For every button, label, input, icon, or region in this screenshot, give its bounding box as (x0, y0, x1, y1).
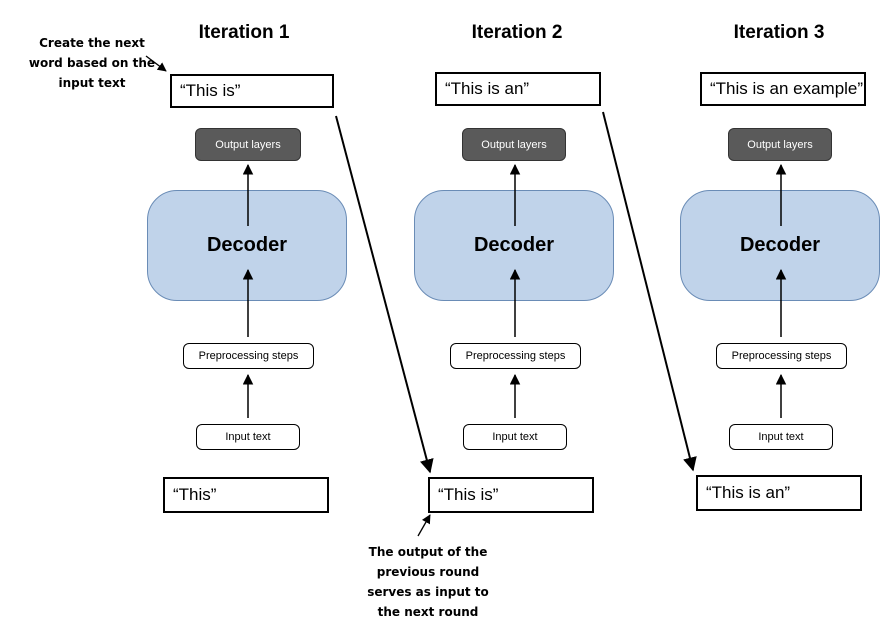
iteration-3-input-text-label: Input text (729, 424, 833, 450)
iteration-1-output-layers: Output layers (195, 128, 301, 161)
bottom-annotation-line-1: The output of the (368, 545, 488, 559)
iteration-2-input-text: “This is” (428, 477, 594, 513)
iteration-1-title: Iteration 1 (198, 22, 290, 43)
top-annotation-line-1: Create the next (39, 36, 145, 50)
iteration-1-preprocessing-steps: Preprocessing steps (183, 343, 314, 369)
iteration-1-output-text: “This is” (170, 74, 334, 108)
iteration-2-input-text-label: Input text (463, 424, 567, 450)
bottom-annotation: The output of the previous round serves … (353, 542, 503, 622)
iteration-1-decoder: Decoder (147, 190, 347, 301)
bottom-annotation-line-4: the next round (377, 605, 479, 619)
iteration-3-input-text: “This is an” (696, 475, 862, 511)
top-annotation-line-2: word based on the (28, 56, 156, 70)
arrow-output2-to-input3 (602, 111, 697, 472)
iteration-3-output-layers: Output layers (728, 128, 832, 161)
iteration-2-output-layers: Output layers (462, 128, 566, 161)
iteration-1-input-text: “This” (163, 477, 329, 513)
iteration-3-decoder: Decoder (680, 190, 880, 301)
arrow-output1-to-input2 (335, 115, 434, 474)
iteration-2-decoder: Decoder (414, 190, 614, 301)
bottom-annotation-pointer (417, 514, 431, 537)
iteration-3-preprocessing-steps: Preprocessing steps (716, 343, 847, 369)
iteration-1-input-text-label: Input text (196, 424, 300, 450)
iteration-3-output-text: “This is an example” (700, 72, 866, 106)
iteration-2-output-text: “This is an” (435, 72, 601, 106)
top-annotation: Create the next word based on the input … (22, 33, 162, 93)
iteration-2-preprocessing-steps: Preprocessing steps (450, 343, 581, 369)
bottom-annotation-line-2: previous round (376, 565, 480, 579)
bottom-annotation-line-3: serves as input to (367, 585, 489, 599)
iteration-2-title: Iteration 2 (471, 22, 563, 43)
top-annotation-line-3: input text (58, 76, 126, 90)
iteration-3-title: Iteration 3 (733, 22, 825, 43)
